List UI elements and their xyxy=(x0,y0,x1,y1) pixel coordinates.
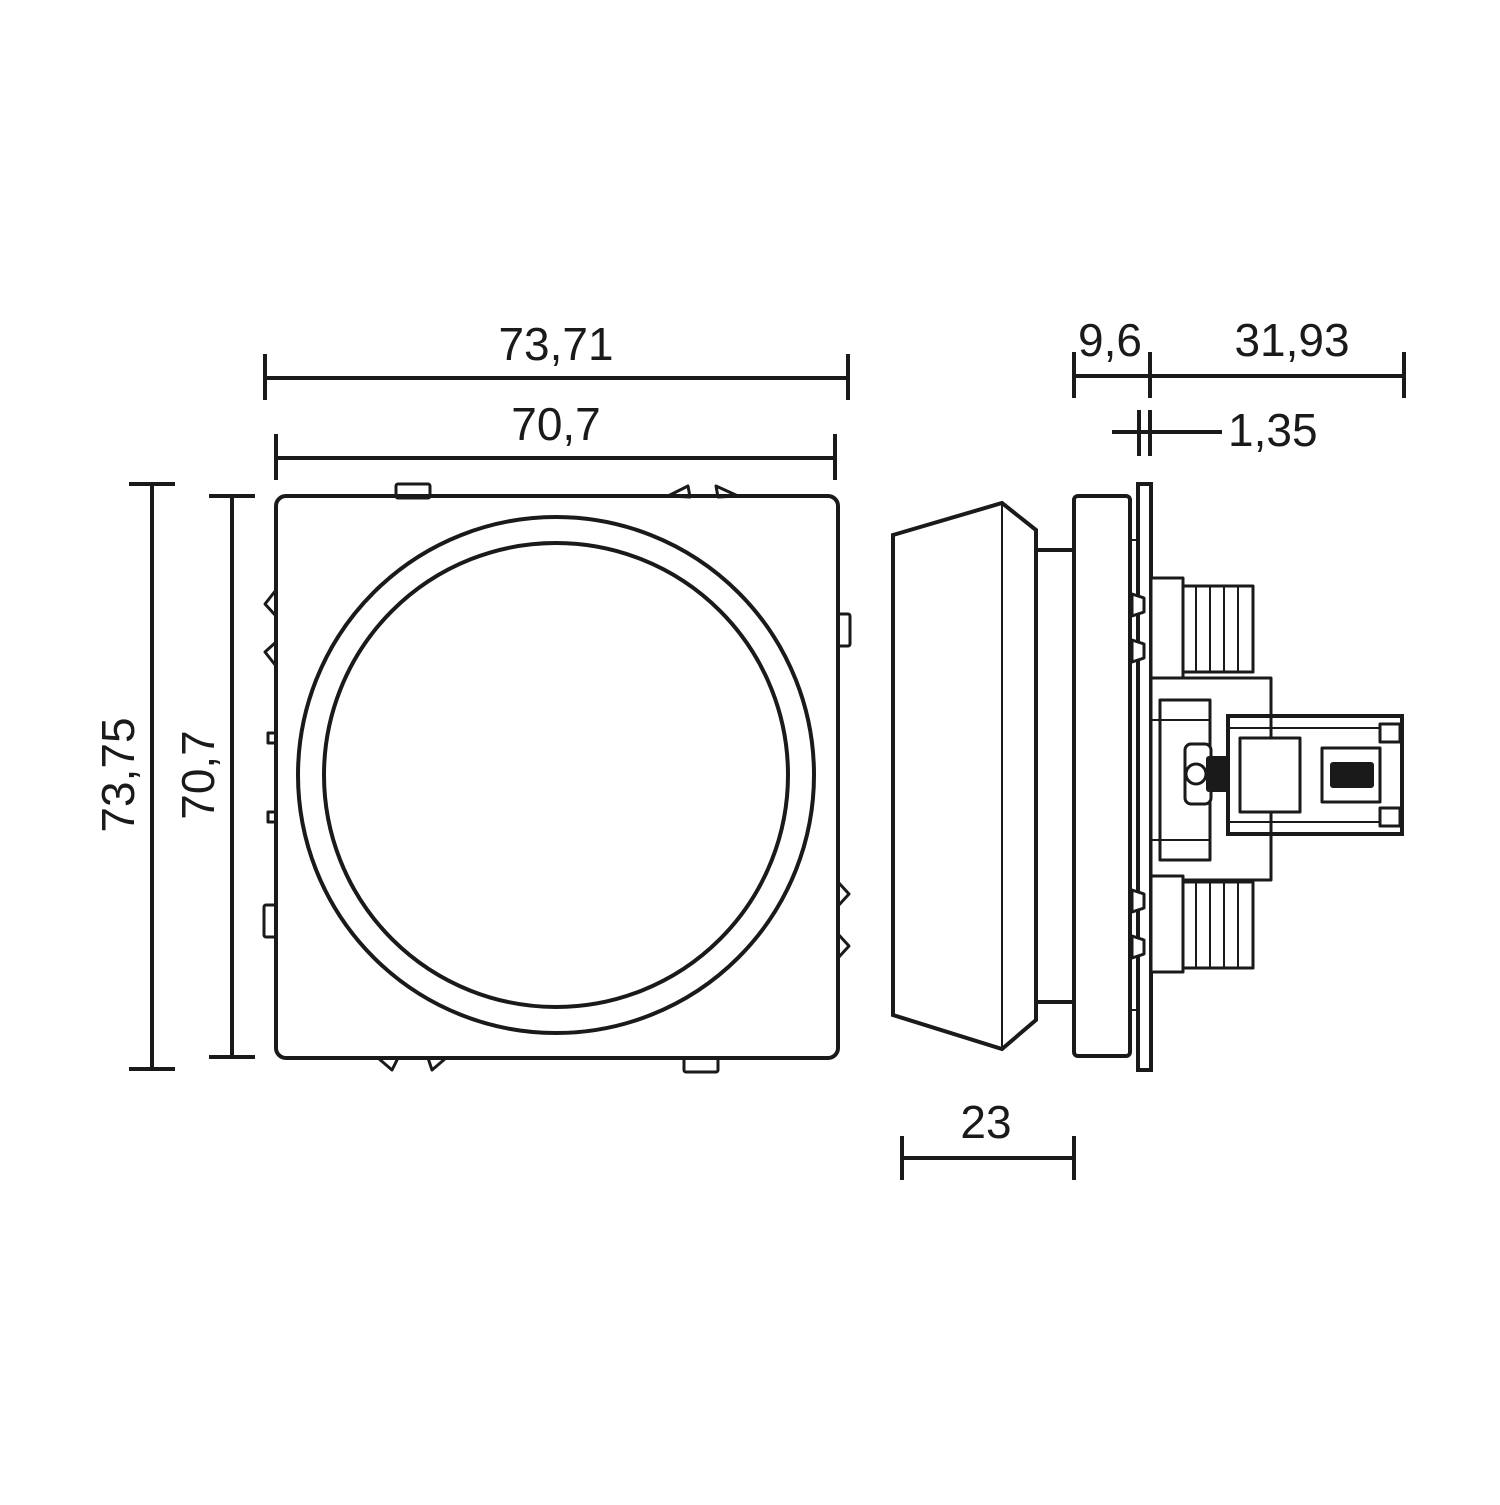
dimension-side-plate-thickness: 1,35 xyxy=(1112,404,1318,456)
label-side-knob-depth: 23 xyxy=(960,1096,1011,1148)
dimension-front-height-outer: 73,75 xyxy=(92,482,175,1071)
dimension-front-height-inner: 70,7 xyxy=(172,494,255,1059)
label-front-width-inner: 70,7 xyxy=(511,398,601,450)
dimension-side-front-depth: 9,6 xyxy=(1072,314,1152,398)
front-bottom-clips xyxy=(376,1056,720,1074)
side-terminal xyxy=(1226,714,1404,836)
side-mechanism-lower xyxy=(1130,874,1255,974)
dimension-front-width-outer: 73,71 xyxy=(263,318,850,400)
side-neck xyxy=(1034,548,1076,1004)
label-front-height-outer: 73,75 xyxy=(92,717,144,832)
label-side-plate-thickness: 1,35 xyxy=(1228,404,1318,456)
dimension-side-knob-depth: 23 xyxy=(900,1096,1076,1180)
front-view xyxy=(262,482,852,1074)
side-front-frame xyxy=(1072,494,1132,1058)
label-front-width-outer: 73,71 xyxy=(498,318,613,370)
side-mechanism-upper xyxy=(1130,576,1255,680)
side-view xyxy=(891,482,1404,1072)
label-side-rear-depth: 31,93 xyxy=(1234,314,1349,366)
dimension-front-width-inner: 70,7 xyxy=(274,398,837,480)
side-mounting-plate xyxy=(1136,482,1153,1072)
label-side-front-depth: 9,6 xyxy=(1078,314,1142,366)
knob-outer-ring xyxy=(296,515,816,1035)
dimension-side-rear-depth: 31,93 xyxy=(1148,314,1406,398)
front-frame xyxy=(274,494,840,1060)
knob-inner-face xyxy=(322,541,790,1009)
side-knob xyxy=(891,500,1038,1052)
label-front-height-inner: 70,7 xyxy=(172,730,224,820)
